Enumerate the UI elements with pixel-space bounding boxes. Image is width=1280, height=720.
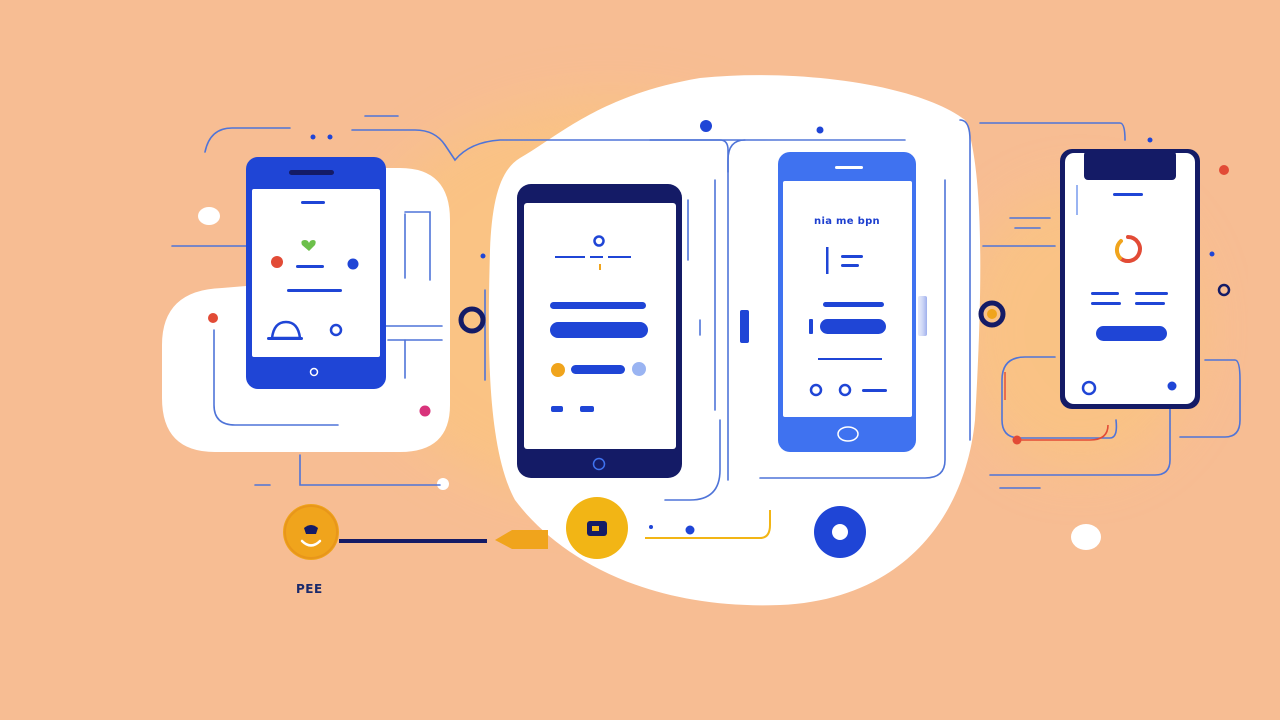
white-dot [198,207,220,225]
caption-text: PEE [296,582,323,596]
ring-icon [1217,283,1231,297]
ring-icon [458,306,486,334]
scatter-dots [208,120,1229,535]
bottom-flow [283,497,866,560]
spinner-icon [1118,235,1142,263]
white-dot [1071,524,1101,550]
ring-icon [987,309,997,319]
phone-mockup-3 [764,150,929,462]
phone-mockup-2 [517,184,682,478]
white-dot [437,478,449,490]
connector-line-red [1018,424,1109,441]
phone-mockup-4 [1060,149,1200,409]
connector-lines [171,115,1241,501]
ring-icon [978,300,1006,328]
phone-mockup-1 [246,157,386,389]
hat-icon [270,320,302,340]
phone-side-tab [740,310,749,343]
heart-icon [301,240,316,251]
phone-3-title: nia me bpn [814,216,880,227]
